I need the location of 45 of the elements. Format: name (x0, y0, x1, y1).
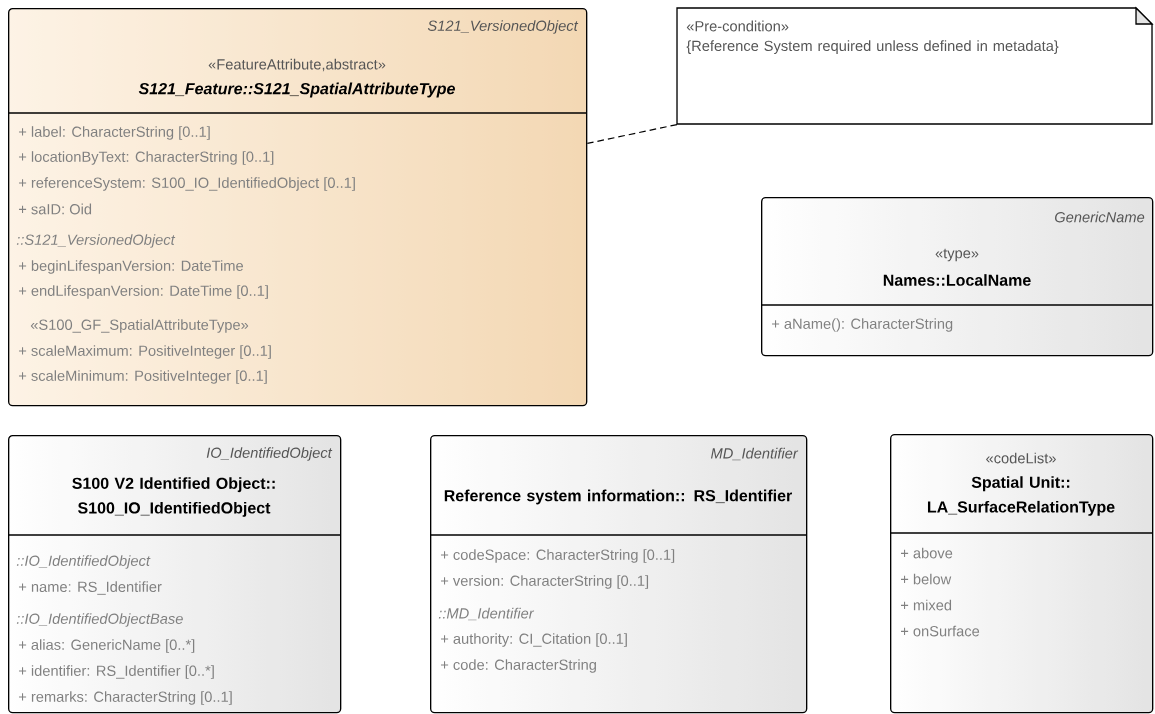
attribute-text: + below (901, 573, 952, 585)
parent-class-label: GenericName (1055, 211, 1145, 223)
class-box (429, 435, 808, 714)
parent-class-label: S121_VersionedObject (427, 20, 579, 34)
attribute-text: + codeSpace: CharacterString [0..1] (441, 549, 675, 563)
class-name: Names::LocalName (883, 274, 1031, 286)
parent-class-label: IO_IdentifiedObject (206, 447, 333, 461)
attribute-text: + mixed (901, 599, 952, 611)
parent-class-label: MD_Identifier (711, 447, 799, 461)
attribute-text: + version: CharacterString [0..1] (441, 575, 649, 589)
section-label: ::IO_IdentifiedObject (16, 555, 151, 569)
class-box (7, 8, 588, 407)
attribute-text: + scaleMinimum: PositiveInteger [0..1] (19, 370, 267, 384)
dashed-connector (586, 123, 678, 145)
attribute-text: + code: CharacterString (441, 659, 596, 673)
attribute-text: + saID: Oid (19, 203, 92, 215)
attribute-text: + remarks: CharacterString [0..1] (19, 691, 232, 705)
section-label: ::S121_VersionedObject (16, 234, 176, 248)
attribute-text: + beginLifespanVersion: DateTime (19, 260, 243, 274)
stereotype-label: «type» (935, 248, 979, 262)
attribute-text: + identifier: RS_Identifier [0..*] (19, 665, 214, 679)
class-name: S100 V2 Identified Object:: S100_IO_IdentifiedObject (72, 477, 275, 517)
attribute-text: + scaleMaximum: PositiveInteger [0..1] (19, 345, 271, 359)
class-name: S121_Feature::S121_SpatialAttributeType (138, 82, 455, 98)
attribute-text: + endLifespanVersion: DateTime [0..1] (19, 285, 268, 299)
class-name: Reference system information:: RS_Identifier (444, 489, 792, 505)
stereotype-label: «S100_GF_SpatialAttributeType» (30, 319, 249, 333)
class-box (760, 197, 1154, 357)
attribute-text: + referenceSystem: S100_IO_IdentifiedObject [0..1] (19, 177, 355, 191)
attribute-text: + onSurface (901, 625, 980, 637)
attribute-text: + locationByText: CharacterString [0..1] (19, 151, 274, 165)
attribute-text: + alias: GenericName [0..*] (19, 639, 195, 653)
attribute-text: + authority: CI_Citation [0..1] (441, 633, 627, 647)
section-label: ::IO_IdentifiedObjectBase (16, 613, 183, 627)
attribute-text: + aName(): CharacterString (772, 318, 953, 332)
class-box (7, 435, 342, 714)
note-text: {Reference System required unless defined in metadata} (686, 40, 1059, 54)
class-name: Spatial Unit:: LA_SurfaceRelationType (928, 476, 1115, 516)
attribute-text: + name: RS_Identifier (19, 581, 162, 595)
stereotype-label: «FeatureAttribute,abstract» (208, 58, 386, 72)
attribute-text: + above (901, 547, 953, 559)
note-stereotype: «Pre-condition» (686, 20, 789, 32)
stereotype-label: «codeList» (986, 452, 1056, 464)
attribute-text: + label: CharacterString [0..1] (19, 126, 210, 140)
class-box (889, 434, 1154, 714)
